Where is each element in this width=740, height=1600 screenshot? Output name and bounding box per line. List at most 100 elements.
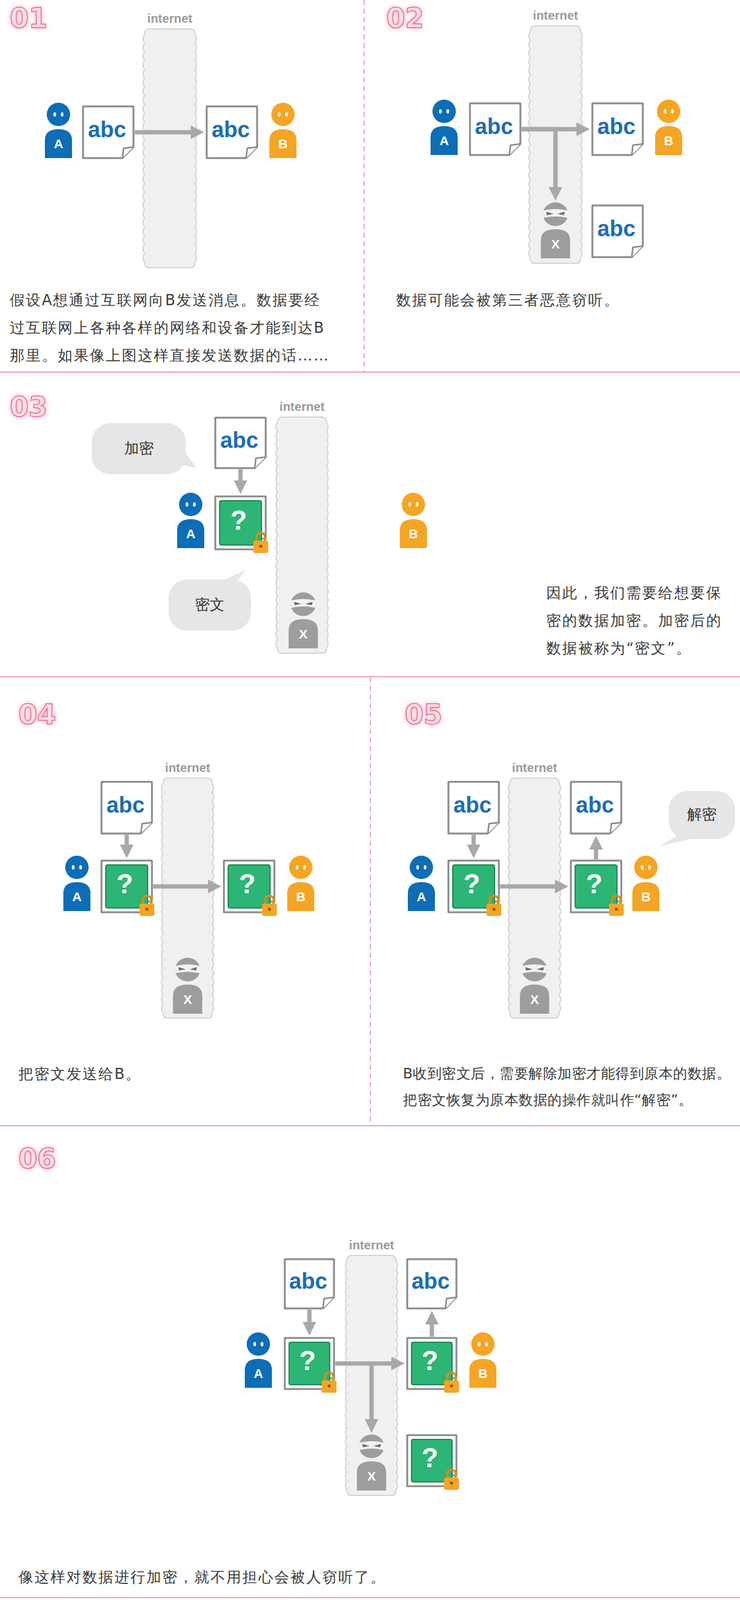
step-number: 03 xyxy=(9,392,48,422)
person-eye xyxy=(546,211,554,216)
person-mask xyxy=(174,964,200,974)
person-eye xyxy=(285,111,288,117)
bubble-text: 密文 xyxy=(194,596,225,614)
person-text: A xyxy=(53,136,63,152)
person-text: B xyxy=(640,889,651,905)
lock-body xyxy=(608,903,624,916)
flow-arrow xyxy=(500,884,561,889)
description-text: 像这样对数据进行加密，就不用担心会被人窃听了。 xyxy=(18,1563,634,1592)
person-head xyxy=(65,855,89,880)
qdoc-text: ? xyxy=(421,1345,439,1377)
paper-fold xyxy=(322,1297,335,1309)
lock-body xyxy=(444,1477,459,1490)
person-body xyxy=(540,228,571,259)
person-eye xyxy=(294,601,302,606)
qdoc-text: ? xyxy=(116,868,134,900)
lock-keyhole xyxy=(450,1481,454,1485)
paper-sheet xyxy=(592,103,643,156)
lock-keyhole xyxy=(492,907,496,912)
flow-arrow xyxy=(238,469,243,487)
band-text: internet xyxy=(511,760,557,776)
band-text: internet xyxy=(532,8,578,23)
document: abc xyxy=(81,105,135,160)
person-eye xyxy=(260,1341,264,1346)
bubble-body xyxy=(668,791,736,840)
qdoc-text: ? xyxy=(230,505,248,537)
person-eye xyxy=(71,864,75,870)
speech-bubble: 解密 xyxy=(668,791,736,840)
person-text: B xyxy=(663,133,673,149)
person-eye xyxy=(485,1341,488,1346)
band-text: internet xyxy=(164,760,210,776)
paper-sheet xyxy=(448,781,499,834)
band-shape xyxy=(508,778,561,1019)
lock-keyhole xyxy=(327,1384,331,1388)
person-eye xyxy=(408,501,411,507)
description-text: 把密文发送给B。 xyxy=(18,1060,351,1089)
band-shape xyxy=(161,778,215,1019)
person-figure: X xyxy=(286,591,320,649)
paper-fold xyxy=(610,822,622,834)
person-figure: B xyxy=(285,855,317,912)
lock-body xyxy=(486,903,502,916)
person-eye xyxy=(536,966,544,971)
paper-fold xyxy=(509,143,521,156)
lock-shackle xyxy=(447,1469,456,1478)
lock-keyhole xyxy=(268,907,272,912)
person-head xyxy=(358,1434,384,1458)
divider-line xyxy=(0,676,740,678)
person-text: A xyxy=(71,889,82,905)
person-eye xyxy=(189,966,197,971)
person-mask xyxy=(290,599,316,609)
paper-fold xyxy=(122,147,134,159)
person-text: X xyxy=(183,992,192,1007)
person-body xyxy=(172,984,203,1014)
qdoc-text: ? xyxy=(463,868,481,900)
person-body xyxy=(288,618,319,649)
flow-arrow xyxy=(307,1309,312,1329)
person-head xyxy=(656,99,681,124)
description-text: 因此，我们需要给想要保 密的数据加密。加密后的 数据被称为“密文”。 xyxy=(546,579,731,663)
person-eye xyxy=(253,1341,256,1346)
internet-band: internet xyxy=(142,28,197,269)
person-head xyxy=(174,957,200,982)
cipher-block xyxy=(105,864,148,908)
person-eye xyxy=(295,864,299,870)
person-eye xyxy=(423,864,427,870)
person-head xyxy=(179,492,203,517)
flow-arrow xyxy=(153,884,215,889)
qdoc-text: ? xyxy=(586,868,603,900)
paper-fold xyxy=(445,1297,457,1309)
person-figure: A xyxy=(175,492,207,549)
qdoc-text: ? xyxy=(299,1345,317,1377)
person-head xyxy=(289,855,313,880)
flow-arrow xyxy=(134,130,197,135)
divider-dashed xyxy=(363,0,365,372)
person-eye xyxy=(305,601,313,606)
doc-text: abc xyxy=(220,427,259,453)
paper-sheet xyxy=(101,781,152,834)
band-outline xyxy=(345,1254,398,1496)
description-text: B收到密文后，需要解除加密才能得到原本的数据。 把密文恢复为原本数据的操作就叫作… xyxy=(402,1060,739,1114)
step-number: 06 xyxy=(18,1144,56,1174)
person-eye xyxy=(439,108,442,114)
flow-arrow xyxy=(429,1318,435,1337)
band-text: internet xyxy=(147,11,192,26)
person-body xyxy=(269,129,297,159)
lock-keyhole xyxy=(450,1384,454,1388)
person-eye xyxy=(185,501,189,507)
encrypted-document: ? xyxy=(569,859,623,914)
person-mask xyxy=(542,209,568,219)
person-head xyxy=(246,1332,271,1356)
doc-text: abc xyxy=(289,1268,328,1294)
person-figure: B xyxy=(397,492,429,549)
person-head xyxy=(46,102,71,127)
divider-dashed xyxy=(369,677,371,1126)
paper-fold xyxy=(631,143,643,156)
lock-body xyxy=(253,540,269,554)
person-figure: B xyxy=(653,99,685,156)
encrypted-document: ? xyxy=(100,859,154,914)
person-eye xyxy=(303,864,306,870)
band-outline xyxy=(161,777,215,1019)
doc-text: abc xyxy=(106,792,145,818)
